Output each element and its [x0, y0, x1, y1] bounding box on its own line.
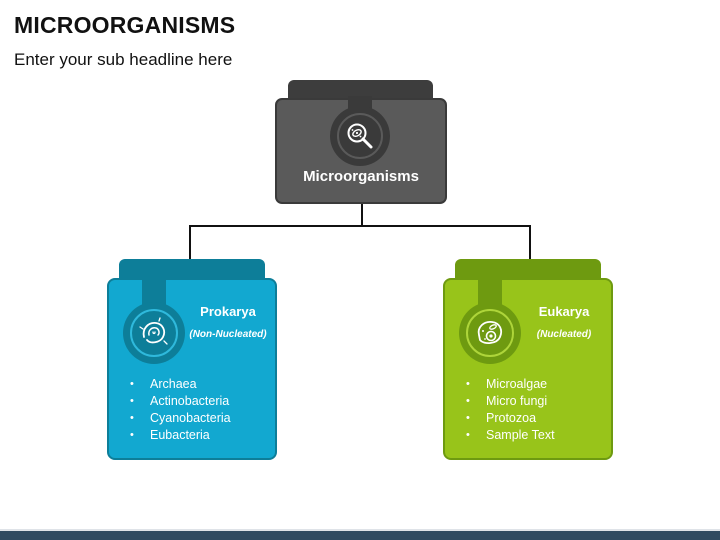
footer-divider: [0, 529, 720, 531]
prokarya-icon-badge: [123, 302, 185, 364]
list-item: Microalgae: [462, 376, 555, 393]
magnifier-microbe-icon: [347, 123, 373, 149]
eukarya-list: Microalgae Micro fungi Protozoa Sample T…: [462, 376, 555, 444]
eukarya-subtitle: (Nucleated): [536, 329, 592, 340]
list-item: Sample Text: [462, 427, 555, 444]
prokarya-subtitle: (Non-Nucleated): [189, 329, 267, 340]
connector-right-down: [529, 225, 531, 260]
connector-root-down: [361, 204, 363, 226]
prokarya-list: Archaea Actinobacteria Cyanobacteria Eub…: [126, 376, 231, 444]
list-item: Micro fungi: [462, 393, 555, 410]
prokarya-title: Prokarya: [200, 304, 256, 319]
list-item: Actinobacteria: [126, 393, 231, 410]
list-item: Eubacteria: [126, 427, 231, 444]
cell-icon: [477, 321, 503, 344]
list-item: Archaea: [126, 376, 231, 393]
footer-bar: [0, 531, 720, 540]
root-label: Microorganisms: [303, 168, 419, 185]
eukarya-icon-badge: [459, 302, 521, 364]
eukarya-title: Eukarya: [538, 304, 590, 319]
list-item: Cyanobacteria: [126, 410, 231, 427]
connector-horizontal: [189, 225, 531, 227]
root-icon-badge: [330, 106, 390, 166]
page-subtitle: Enter your sub headline here: [14, 50, 233, 69]
page-title: MICROORGANISMS: [14, 12, 236, 38]
eukarya-neck: [478, 278, 502, 306]
prokarya-neck: [142, 278, 166, 306]
bacterium-icon: [139, 317, 168, 345]
list-item: Protozoa: [462, 410, 555, 427]
connector-left-down: [189, 225, 191, 260]
